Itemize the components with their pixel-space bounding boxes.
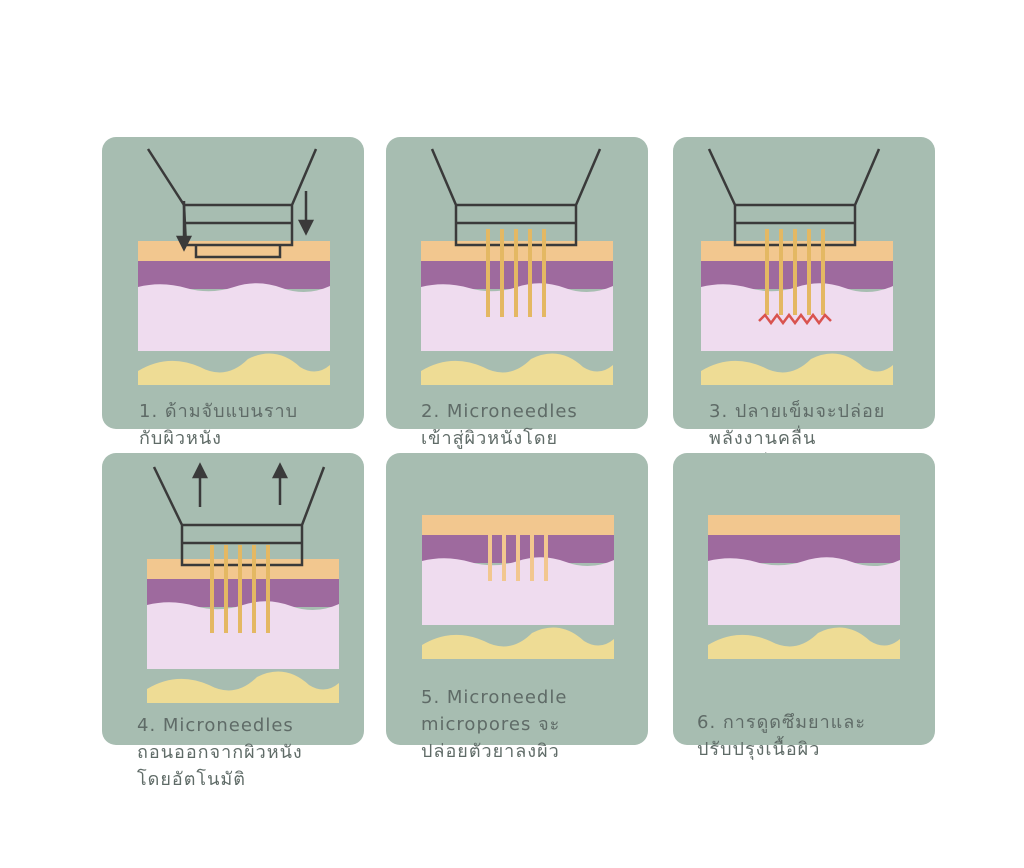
- needle-icon: [210, 545, 270, 633]
- fat-layer: [138, 353, 330, 385]
- fat-layer: [708, 627, 900, 659]
- dermis-layer: [708, 535, 900, 563]
- skin-layers: [147, 559, 339, 703]
- arrow-up-icon: [191, 462, 289, 507]
- tissue-layer: [421, 283, 613, 351]
- epidermis-layer: [147, 559, 339, 579]
- tissue-layer: [708, 557, 900, 625]
- step-4-caption: 4. Microneedles ถอนออกจากผิวหนัง โดยอัตโ…: [137, 715, 303, 790]
- step-2-diagram: [421, 148, 613, 385]
- fat-layer: [147, 671, 339, 703]
- step-5-caption: 5. Microneedle micropores จะ ปล่อยตัวยาล…: [421, 687, 568, 762]
- arrow-down-icon: [175, 191, 315, 252]
- dermis-layer: [147, 579, 339, 607]
- step-3-diagram: [701, 148, 893, 385]
- dermis-layer: [138, 261, 330, 289]
- tissue-layer: [422, 557, 614, 625]
- fat-layer: [701, 353, 893, 385]
- step-6-caption: 6. การดูดซึมยาและ ปรับปรุงเนื้อผิว: [697, 712, 866, 760]
- fat-layer: [422, 627, 614, 659]
- step-1-panel: [102, 137, 364, 429]
- tissue-layer: [147, 601, 339, 669]
- tissue-layer: [701, 283, 893, 351]
- tissue-layer: [138, 283, 330, 351]
- step-4-diagram: [147, 462, 339, 703]
- step-6-diagram: [708, 515, 900, 659]
- step-4-panel: [102, 453, 364, 745]
- fat-layer: [421, 353, 613, 385]
- needle-icon: [765, 229, 825, 315]
- epidermis-layer: [708, 515, 900, 535]
- applicator-icon: [146, 148, 318, 259]
- needle-icon: [486, 229, 546, 317]
- step-1-diagram: [138, 148, 330, 385]
- step-5-diagram: [422, 515, 614, 659]
- step-3-panel: [673, 137, 935, 429]
- skin-layers: [708, 515, 900, 659]
- step-2-panel: [386, 137, 648, 429]
- step-6-panel: [673, 453, 935, 745]
- step-5-panel: [386, 453, 648, 745]
- micropore-channels: [488, 515, 548, 581]
- step-1-caption: 1. ด้ามจับแบนราบ กับผิวหนัง: [139, 401, 299, 449]
- rf-spark-icon: [758, 312, 832, 326]
- skin-layers: [138, 241, 330, 385]
